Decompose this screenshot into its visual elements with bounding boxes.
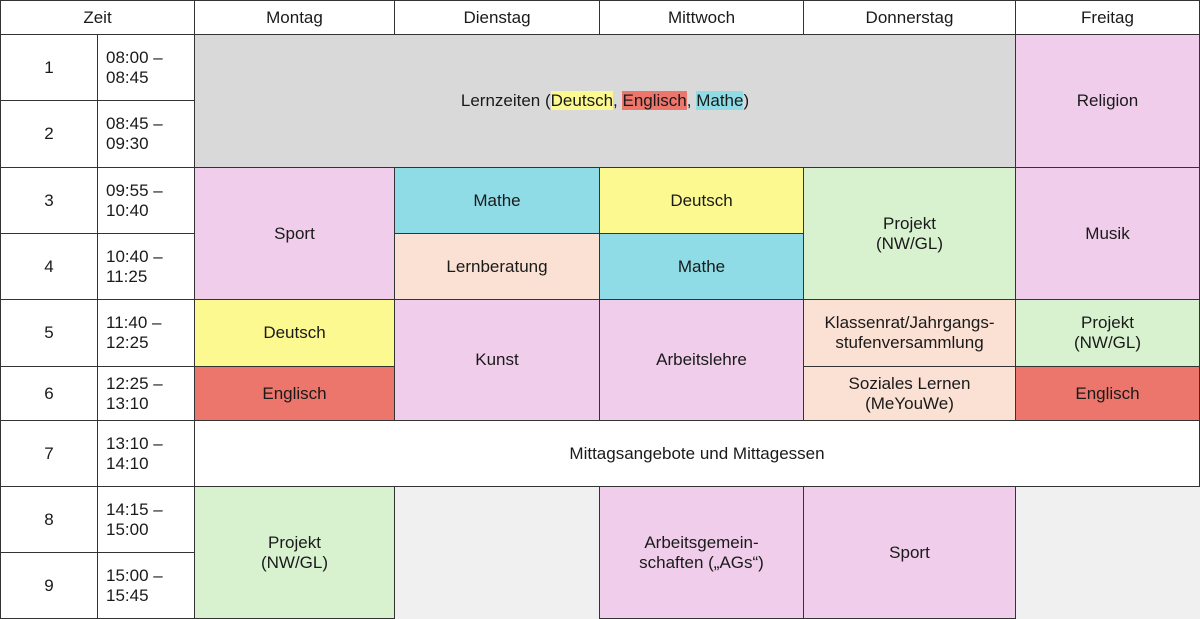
- lesson-projekt: Projekt (NW/GL): [803, 167, 1016, 300]
- period-number: 2: [0, 100, 98, 168]
- header-time: Zeit: [0, 0, 195, 35]
- lernzeiten-mathe: Mathe: [696, 91, 744, 110]
- period-time: 09:55 – 10:40: [97, 167, 195, 234]
- period-number: 3: [0, 167, 98, 234]
- header-tuesday: Dienstag: [394, 0, 600, 35]
- lernzeiten-deutsch: Deutsch: [550, 91, 614, 110]
- period-time: 08:00 – 08:45: [97, 34, 195, 101]
- period-number: 8: [0, 486, 98, 553]
- period-time: 15:00 – 15:45: [97, 552, 195, 619]
- period-time: 14:15 – 15:00: [97, 486, 195, 553]
- lesson-englisch: Englisch: [1015, 366, 1200, 421]
- period-time: 12:25 – 13:10: [97, 366, 195, 421]
- lesson-lernzeiten: Lernzeiten (Deutsch, Englisch, Mathe): [194, 34, 1016, 168]
- lesson-soziales-lernen: Soziales Lernen (MeYouWe): [803, 366, 1016, 421]
- lesson-musik: Musik: [1015, 167, 1200, 300]
- lesson-religion: Religion: [1015, 34, 1200, 168]
- header-friday: Freitag: [1015, 0, 1200, 35]
- period-number: 7: [0, 420, 98, 487]
- header-wednesday: Mittwoch: [599, 0, 804, 35]
- lernzeiten-englisch: Englisch: [622, 91, 687, 110]
- lesson-deutsch: Deutsch: [599, 167, 804, 234]
- period-time: 11:40 – 12:25: [97, 299, 195, 367]
- lesson-arbeitslehre: Arbeitslehre: [599, 299, 804, 421]
- period-time: 08:45 – 09:30: [97, 100, 195, 168]
- lesson-projekt: Projekt (NW/GL): [1015, 299, 1200, 367]
- lesson-mittagspause: Mittagsangebote und Mittagessen: [194, 420, 1200, 487]
- lesson-projekt: Projekt (NW/GL): [194, 486, 395, 619]
- header-monday: Montag: [194, 0, 395, 35]
- lesson-klassenrat: Klassenrat/Jahrgangs- stufenversammlung: [803, 299, 1016, 367]
- period-number: 5: [0, 299, 98, 367]
- lesson-arbeitsgemeinschaften: Arbeitsgemein- schaften („AGs“): [599, 486, 804, 619]
- lesson-sport: Sport: [803, 486, 1016, 619]
- period-time: 13:10 – 14:10: [97, 420, 195, 487]
- lernzeiten-sep: ,: [686, 91, 697, 110]
- lesson-lernberatung: Lernberatung: [394, 233, 600, 300]
- lesson-englisch: Englisch: [194, 366, 395, 421]
- header-thursday: Donnerstag: [803, 0, 1016, 35]
- lesson-kunst: Kunst: [394, 299, 600, 421]
- lernzeiten-sep: ,: [613, 91, 623, 110]
- lesson-sport: Sport: [194, 167, 395, 300]
- period-number: 6: [0, 366, 98, 421]
- period-number: 9: [0, 552, 98, 619]
- period-number: 4: [0, 233, 98, 300]
- period-number: 1: [0, 34, 98, 101]
- lesson-mathe: Mathe: [394, 167, 600, 234]
- lesson-deutsch: Deutsch: [194, 299, 395, 367]
- lesson-mathe: Mathe: [599, 233, 804, 300]
- period-time: 10:40 – 11:25: [97, 233, 195, 300]
- lernzeiten-suffix: ): [743, 91, 750, 110]
- lernzeiten-prefix: Lernzeiten (: [460, 91, 551, 110]
